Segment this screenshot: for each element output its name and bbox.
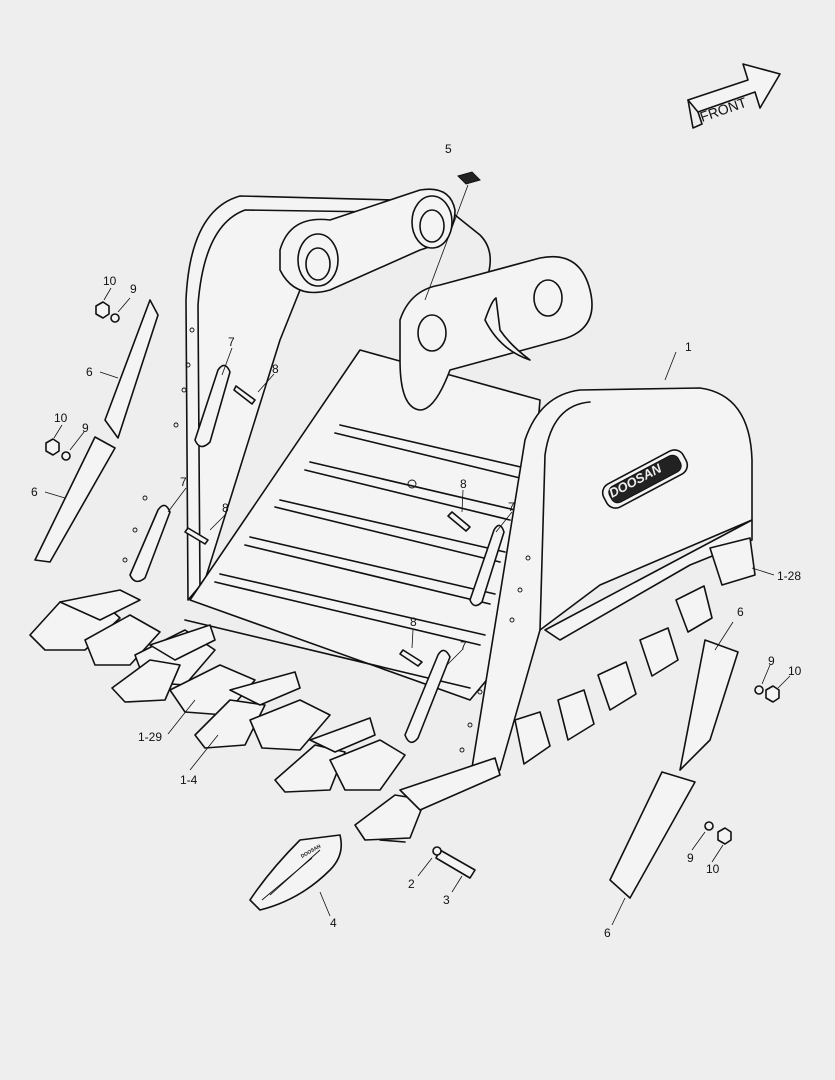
- fasteners: [45, 301, 780, 845]
- callout-9-left-top: 9: [130, 282, 137, 296]
- callout-4: 4: [330, 916, 337, 930]
- callout-10-right-mid: 10: [788, 664, 802, 678]
- callout-7-center: 7: [508, 500, 515, 514]
- bucket-body: DOOSAN: [122, 188, 756, 781]
- callout-labels: 1 1-28 1-29 1-4 2 3 4 5 6 6 6 6 7 7 7 7 …: [31, 142, 802, 940]
- callout-9-right-mid: 9: [768, 654, 775, 668]
- callout-1-28: 1-28: [777, 569, 801, 583]
- callout-1-4: 1-4: [180, 773, 198, 787]
- link-plates: [129, 364, 505, 744]
- front-direction-arrow: FRONT: [687, 63, 781, 129]
- teeth-row: [29, 589, 501, 843]
- callout-7-left-top: 7: [228, 335, 235, 349]
- callout-5: 5: [445, 142, 452, 156]
- side-cutter-segments: [514, 537, 756, 765]
- callout-6-left-mid: 6: [31, 485, 38, 499]
- callout-8-left-mid: 8: [222, 501, 229, 515]
- callout-8-left-top: 8: [272, 362, 279, 376]
- item-5-plate: [424, 171, 481, 301]
- side-plate-bolt-holes: [122, 327, 531, 753]
- callout-10-right-bot: 10: [706, 862, 720, 876]
- callout-8-low: 8: [410, 615, 417, 629]
- callout-1: 1: [685, 340, 692, 354]
- callout-3: 3: [443, 893, 450, 907]
- callout-9-left-mid: 9: [82, 421, 89, 435]
- callout-6-right-bot: 6: [604, 926, 611, 940]
- callout-6-right-mid: 6: [737, 605, 744, 619]
- side-cutters: [34, 299, 739, 899]
- callout-1-29: 1-29: [138, 730, 162, 744]
- callout-10-left-top: 10: [103, 274, 117, 288]
- loose-tooth: DOOSAN: [249, 834, 343, 911]
- callout-9-right-bot: 9: [687, 851, 694, 865]
- callout-8-center: 8: [460, 477, 467, 491]
- callout-7-low: 7: [460, 639, 467, 653]
- callout-10-left-mid: 10: [54, 411, 68, 425]
- callout-6-left-top: 6: [86, 365, 93, 379]
- leader-lines: [44, 287, 791, 926]
- pin-and-retainer: [432, 846, 476, 879]
- callout-2: 2: [408, 877, 415, 891]
- callout-7-left-mid: 7: [180, 475, 187, 489]
